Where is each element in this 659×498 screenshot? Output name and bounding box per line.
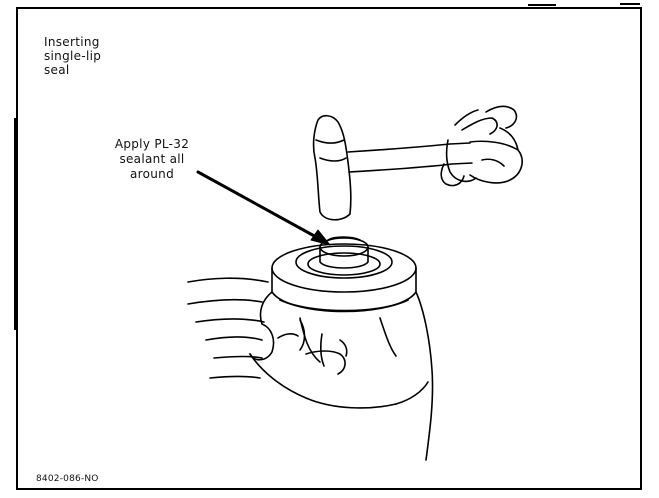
arrow-icon	[198, 172, 330, 245]
hand-icon	[441, 106, 522, 185]
left-hand-icon	[188, 278, 428, 408]
